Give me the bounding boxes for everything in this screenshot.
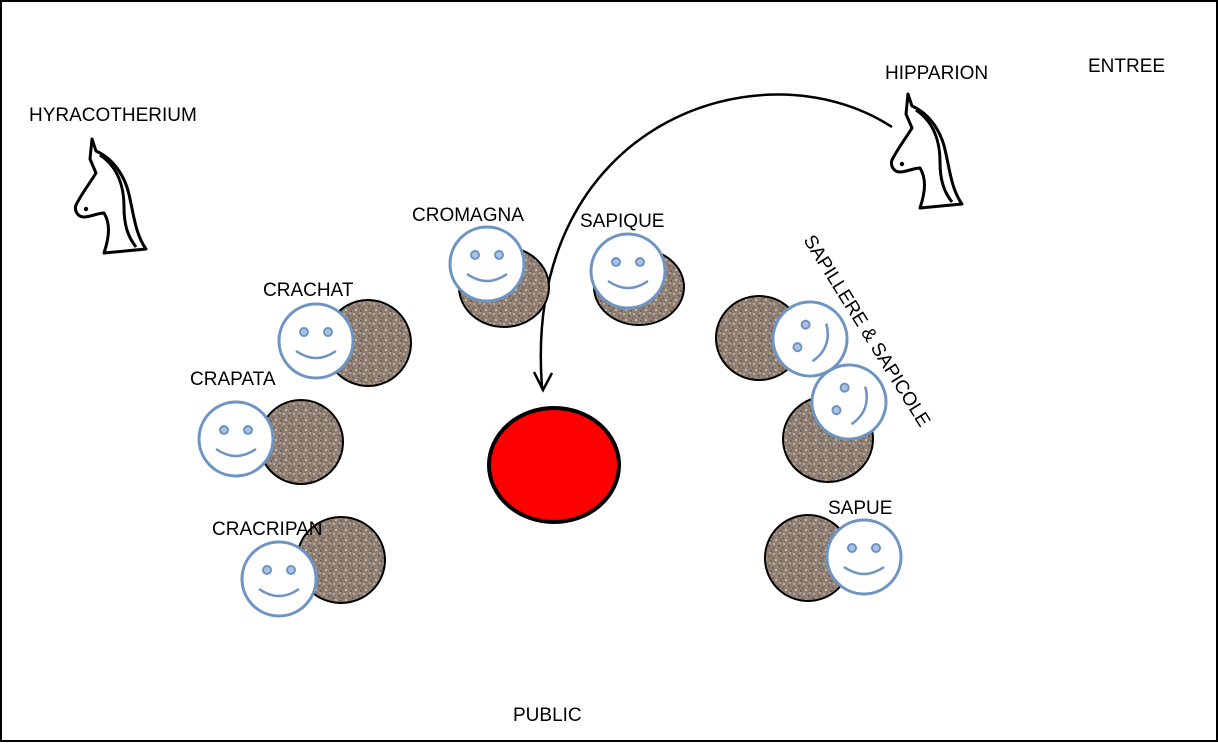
sapue-face-icon [825, 518, 903, 596]
sapique-face-icon [589, 232, 667, 310]
crachat-label: CRACHAT [263, 280, 354, 301]
sapique-label: SAPIQUE [580, 211, 664, 232]
cracripan-label: CRACRIPAN [212, 519, 323, 540]
entree-label: ENTREE [1088, 56, 1165, 77]
hyracotherium-label: HYRACOTHERIUM [29, 105, 197, 126]
cracripan-face-icon [240, 540, 318, 618]
crapata-face-icon [197, 400, 275, 478]
sapue-label: SAPUE [828, 498, 892, 519]
cromagna-face-icon [448, 225, 526, 303]
center-red-circle [487, 406, 621, 524]
arrow-head-icon [532, 371, 554, 393]
crapata-label: CRAPATA [190, 369, 276, 390]
cromagna-label: CROMAGNA [412, 205, 524, 226]
crachat-face-icon [277, 302, 355, 380]
hyracotherium-horse-icon [73, 137, 148, 255]
public-label: PUBLIC [513, 705, 582, 726]
hipparion-horse-icon [889, 92, 964, 210]
hipparion-label: HIPPARION [885, 63, 988, 84]
